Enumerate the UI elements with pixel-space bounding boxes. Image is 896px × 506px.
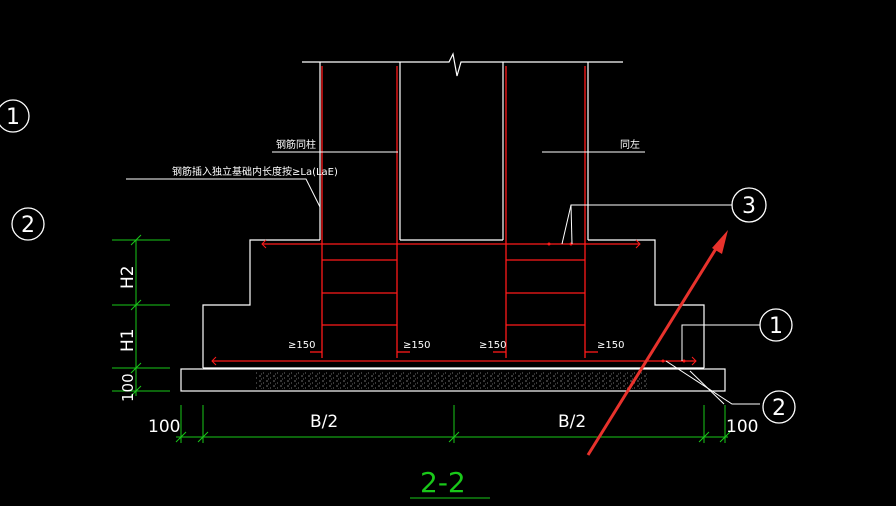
foundation-outline — [180, 52, 726, 392]
label-spacing-3: ≥150 — [479, 340, 506, 351]
dim-h2: H2 — [118, 265, 138, 289]
dim-b-half-left: B/2 — [310, 412, 338, 432]
dim-h1: H1 — [118, 328, 138, 352]
callout-circle-3 — [731, 187, 767, 223]
callout-right-1: 1 — [769, 314, 783, 339]
dimension-lines — [112, 234, 731, 499]
label-column-steel: 钢筋同柱 — [276, 138, 316, 151]
callout-circle-left-1 — [0, 99, 30, 133]
column-break-line — [302, 52, 623, 77]
label-spacing-1: ≥150 — [288, 340, 315, 351]
dim-right-100: 100 — [726, 417, 758, 437]
label-spacing-4: ≥150 — [597, 340, 624, 351]
dim-b-half-right: B/2 — [558, 412, 586, 432]
callout-3: 3 — [742, 194, 756, 219]
section-title: 2-2 — [420, 466, 466, 499]
concrete-hatch — [256, 372, 648, 389]
callout-left-1: 1 — [6, 105, 20, 130]
callout-circle-right-1 — [759, 308, 793, 342]
dim-left-100: 100 — [148, 417, 180, 437]
callout-left-2: 2 — [21, 213, 35, 238]
callout-circle-right-2 — [762, 390, 796, 424]
cushion-layer — [180, 368, 726, 392]
callout-right-2: 2 — [772, 396, 786, 421]
annotation-arrow-icon — [586, 230, 728, 456]
label-anchor-note: 钢筋插入独立基础内长度按≥La(LaE) — [172, 165, 338, 178]
label-spacing-2: ≥150 — [403, 340, 430, 351]
dim-base-100: 100 — [119, 373, 137, 402]
leader-lines — [126, 151, 760, 405]
callout-circle-left-2 — [11, 207, 45, 241]
label-same-left: 同左 — [620, 138, 640, 151]
rebar — [212, 66, 696, 362]
